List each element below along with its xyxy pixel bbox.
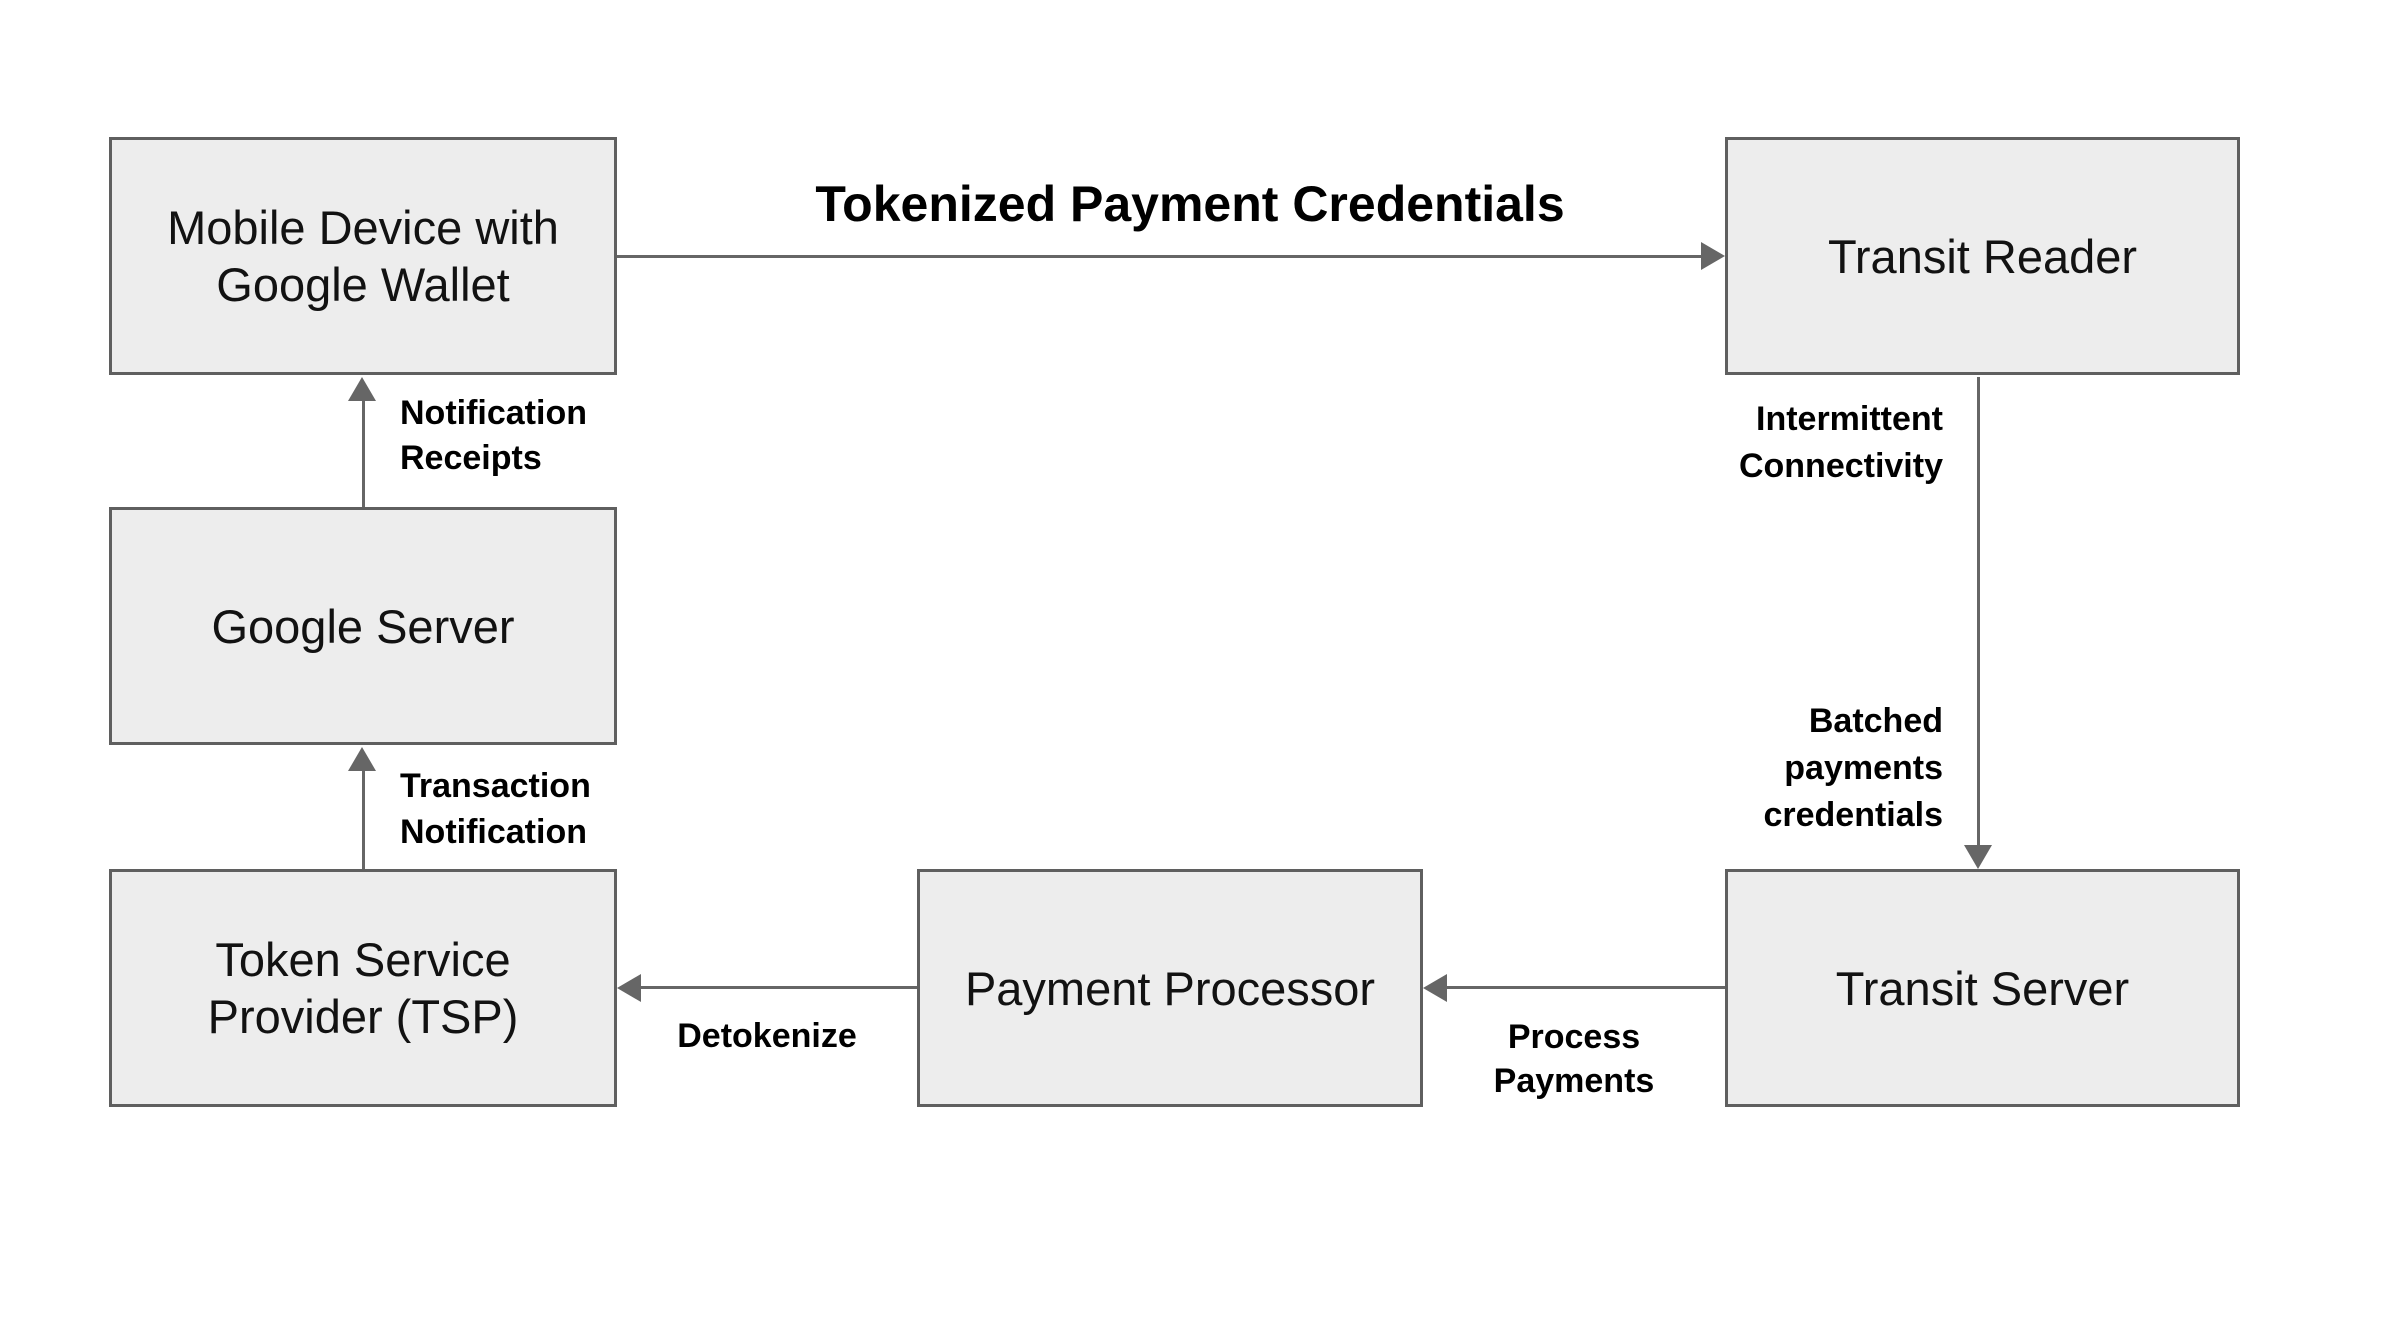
node-label-line: Payment Processor xyxy=(964,961,1376,1015)
edge-label-tokenized-credentials: Tokenized Payment Credentials xyxy=(815,176,1565,232)
edge-transaction-notification-line xyxy=(362,771,365,869)
edge-process-payments-line xyxy=(1447,986,1725,989)
node-label-line: Transit Reader xyxy=(1827,229,2138,283)
node-label: Transit Server xyxy=(1836,960,2129,1017)
node-label: Mobile Device with Google Wallet xyxy=(167,199,559,313)
arrowhead-up-icon xyxy=(348,747,376,771)
node-label-line: Mobile Device with xyxy=(167,201,559,254)
arrowhead-left-icon xyxy=(1423,974,1447,1002)
node-mobile-device-google-wallet: Mobile Device with Google Wallet xyxy=(109,137,617,375)
node-google-server: Google Server xyxy=(109,507,617,745)
edge-label-line: Receipts xyxy=(400,439,542,477)
edge-detokenize-line xyxy=(641,986,917,989)
edge-tokenized-credentials-line xyxy=(617,255,1703,258)
edge-label-line: Transaction xyxy=(400,767,591,805)
edge-label-line: payments xyxy=(1784,749,1943,787)
arrowhead-down-icon xyxy=(1964,845,1992,869)
node-label-line: Google Wallet xyxy=(216,258,510,311)
node-label: Payment Processor xyxy=(965,960,1375,1017)
arrowhead-up-icon xyxy=(348,377,376,401)
arrowhead-right-icon xyxy=(1701,242,1725,270)
edge-label-detokenize: Detokenize xyxy=(677,1017,857,1055)
node-label-line: Token Service xyxy=(215,933,511,986)
node-label: Google Server xyxy=(211,598,514,655)
node-label-line: Provider (TSP) xyxy=(207,990,519,1043)
edge-label-intermittent-connectivity: Intermittent Connectivity xyxy=(1739,396,1943,490)
edge-notification-receipts-line xyxy=(362,401,365,507)
edge-label-transaction-notification: Transaction Notification xyxy=(400,763,591,855)
edge-label-line: Batched xyxy=(1808,702,1943,740)
edge-label-line: Notification xyxy=(400,813,587,851)
node-label: Token Service Provider (TSP) xyxy=(208,931,519,1045)
arrowhead-left-icon xyxy=(617,974,641,1002)
node-transit-reader: Transit Reader xyxy=(1725,137,2240,375)
node-payment-processor: Payment Processor xyxy=(917,869,1423,1107)
edge-label-line: credentials xyxy=(1763,796,1943,834)
node-label: Transit Reader xyxy=(1828,228,2137,285)
edge-batched-credentials-line xyxy=(1977,377,1980,845)
node-label-line: Google Server xyxy=(211,599,515,653)
edge-label-batched-payments-credentials: Batched payments credentials xyxy=(1763,698,1943,839)
edge-label-line: Notification xyxy=(400,394,587,432)
node-token-service-provider: Token Service Provider (TSP) xyxy=(109,869,617,1107)
edge-label-notification-receipts: Notification Receipts xyxy=(400,391,587,481)
node-label-line: Transit Server xyxy=(1835,961,2130,1015)
edge-label-line: Payments xyxy=(1493,1062,1655,1100)
node-transit-server: Transit Server xyxy=(1725,869,2240,1107)
edge-label-line: Connectivity xyxy=(1738,447,1943,485)
edge-label-process-payments: Process Payments xyxy=(1424,1015,1724,1103)
edge-label-line: Process xyxy=(1507,1018,1641,1056)
edge-label-line: Intermittent xyxy=(1756,400,1943,438)
